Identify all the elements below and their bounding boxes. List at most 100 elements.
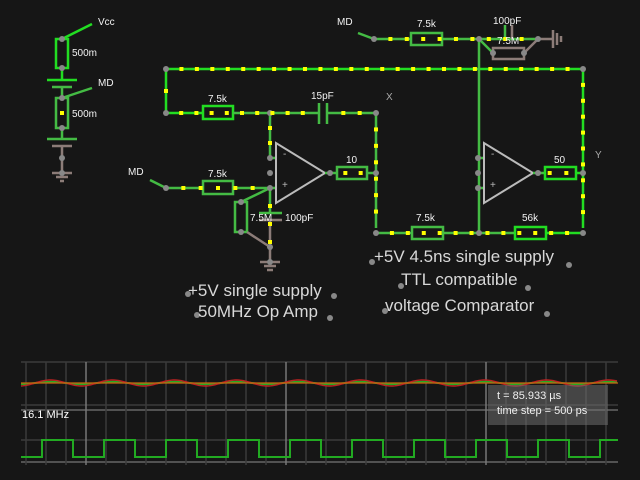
current-dot — [268, 204, 272, 208]
current-dot — [194, 67, 199, 71]
current-dot — [581, 178, 585, 183]
current-dot — [550, 67, 555, 71]
opamp-triangle[interactable] — [275, 141, 327, 205]
scope-time-step: time step = 500 ps — [497, 405, 588, 417]
current-dot — [268, 240, 272, 244]
current-dot — [285, 111, 290, 115]
label-r-hyst: 56k — [522, 213, 539, 224]
resistor-bias-7.5m[interactable] — [233, 200, 249, 234]
current-dot — [318, 67, 323, 71]
scope-trace-digital — [21, 439, 618, 458]
current-dot — [581, 162, 585, 167]
label-r-out2: 50 — [554, 155, 566, 166]
label-r-top: 7.5k — [417, 19, 436, 30]
label-r-cmp-in: 7.5k — [416, 213, 435, 224]
current-dot — [343, 171, 348, 175]
top-rail[interactable] — [164, 67, 585, 228]
current-dot — [374, 193, 378, 198]
opamp-section[interactable] — [149, 141, 376, 272]
current-dot — [380, 67, 385, 71]
label-md-left: MD — [128, 167, 144, 178]
current-dot — [374, 176, 378, 181]
current-dot — [454, 37, 458, 41]
label-c-top: 100pF — [493, 16, 522, 27]
current-dot — [501, 231, 506, 235]
current-dot — [341, 111, 346, 115]
current-dot — [453, 231, 458, 235]
caption-cmp-line2[interactable]: TTL compatible — [401, 270, 518, 289]
current-dot — [519, 37, 524, 41]
current-dot — [547, 171, 552, 175]
current-dot — [224, 111, 229, 115]
current-dot — [255, 111, 260, 115]
scope-frequency: 16.1 MHz — [22, 409, 70, 421]
resistor-top-7.5k[interactable] — [409, 31, 444, 47]
current-dot — [533, 231, 538, 235]
label-r-bias: 7.5M — [250, 213, 273, 224]
label-vcc: Vcc — [98, 17, 115, 28]
current-dot — [421, 231, 426, 235]
current-dot — [437, 37, 442, 41]
current-dot — [426, 67, 431, 71]
current-dot — [287, 67, 292, 71]
current-dot — [241, 67, 246, 71]
opamp-plus-label: + — [282, 180, 288, 191]
current-dot — [250, 186, 255, 190]
circuit-canvas[interactable] — [0, 0, 640, 345]
caption-opamp-line2[interactable]: 50MHz Op Amp — [198, 302, 318, 321]
current-dot — [268, 222, 272, 226]
current-dot — [181, 186, 186, 190]
current-dot — [209, 111, 214, 115]
current-dot — [357, 111, 362, 115]
cmp-minus-label: - — [491, 149, 495, 160]
label-r-md: 500m — [72, 109, 98, 120]
caption-cmp-line3[interactable]: voltage Comparator — [385, 296, 535, 315]
current-dot — [374, 143, 378, 148]
current-dot — [442, 67, 446, 71]
current-dot — [485, 231, 490, 235]
current-dot — [364, 67, 369, 71]
current-dot — [519, 67, 524, 71]
current-dot — [179, 111, 184, 115]
current-dot — [194, 111, 199, 115]
current-dot — [358, 171, 363, 175]
label-r-in: 7.5k — [208, 169, 227, 180]
vcc-wire — [61, 22, 93, 41]
comparator-triangle[interactable] — [483, 141, 535, 205]
current-dot — [469, 231, 474, 235]
current-dot — [549, 231, 554, 235]
current-dot — [395, 67, 400, 71]
current-dot — [581, 114, 585, 119]
label-node-x: X — [386, 92, 393, 103]
vcc-resistor[interactable] — [54, 37, 70, 70]
current-dot — [534, 67, 539, 71]
current-dot — [333, 67, 338, 71]
current-dot — [303, 67, 307, 71]
caption-opamp-line1[interactable]: +5V single supply — [188, 281, 322, 300]
current-dot — [374, 160, 378, 165]
current-dot — [457, 67, 462, 71]
current-dot — [164, 89, 168, 93]
current-dot — [565, 67, 570, 71]
label-r-vcc: 500m — [72, 48, 98, 59]
cmp-plus-label: + — [490, 180, 496, 191]
current-dot — [564, 171, 569, 175]
caption-cmp-line1[interactable]: +5V 4.5ns single supply — [374, 247, 555, 266]
label-r-top-bias: 7.5M — [497, 36, 520, 47]
label-c-fb: 15pF — [311, 91, 334, 102]
label-c-bias: 100pF — [285, 213, 314, 224]
current-dot — [470, 37, 475, 41]
current-dot — [225, 67, 230, 71]
nodes — [59, 36, 586, 321]
current-dot — [300, 111, 305, 115]
current-dot — [233, 186, 238, 190]
current-dot — [404, 37, 409, 41]
current-dot — [256, 67, 261, 71]
current-dot — [581, 194, 585, 199]
current-dot — [270, 111, 275, 115]
current-dot — [503, 67, 508, 71]
current-dot — [388, 37, 393, 41]
scope-info-box: t = 85.933 µs time step = 500 ps — [488, 385, 608, 425]
resistor-top-7.5m[interactable] — [491, 46, 526, 61]
current-dot — [421, 37, 426, 41]
